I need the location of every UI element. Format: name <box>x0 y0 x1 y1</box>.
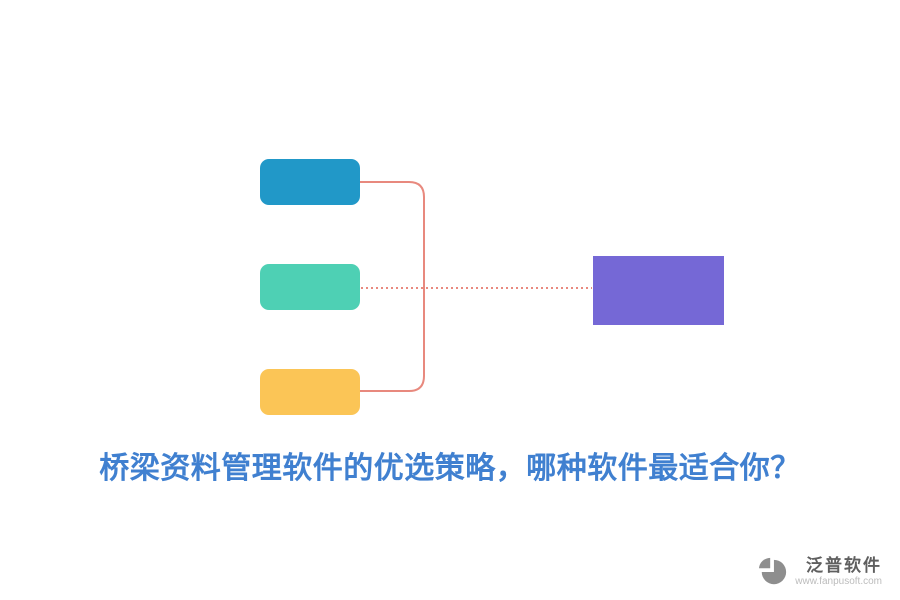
brand-footer: 泛普软件 www.fanpusoft.com <box>758 556 882 588</box>
brand-name: 泛普软件 <box>806 555 882 575</box>
brand-url: www.fanpusoft.com <box>795 576 882 587</box>
brand-text-column: 泛普软件 www.fanpusoft.com <box>795 556 882 588</box>
left-node-top <box>260 159 360 205</box>
bracket-connector <box>359 181 425 392</box>
fanpu-logo-icon <box>759 557 787 584</box>
left-node-middle <box>260 264 360 310</box>
left-node-bottom <box>260 369 360 415</box>
page-title: 桥梁资料管理软件的优选策略，哪种软件最适合你？ <box>99 452 801 485</box>
right-result-node <box>593 256 724 325</box>
